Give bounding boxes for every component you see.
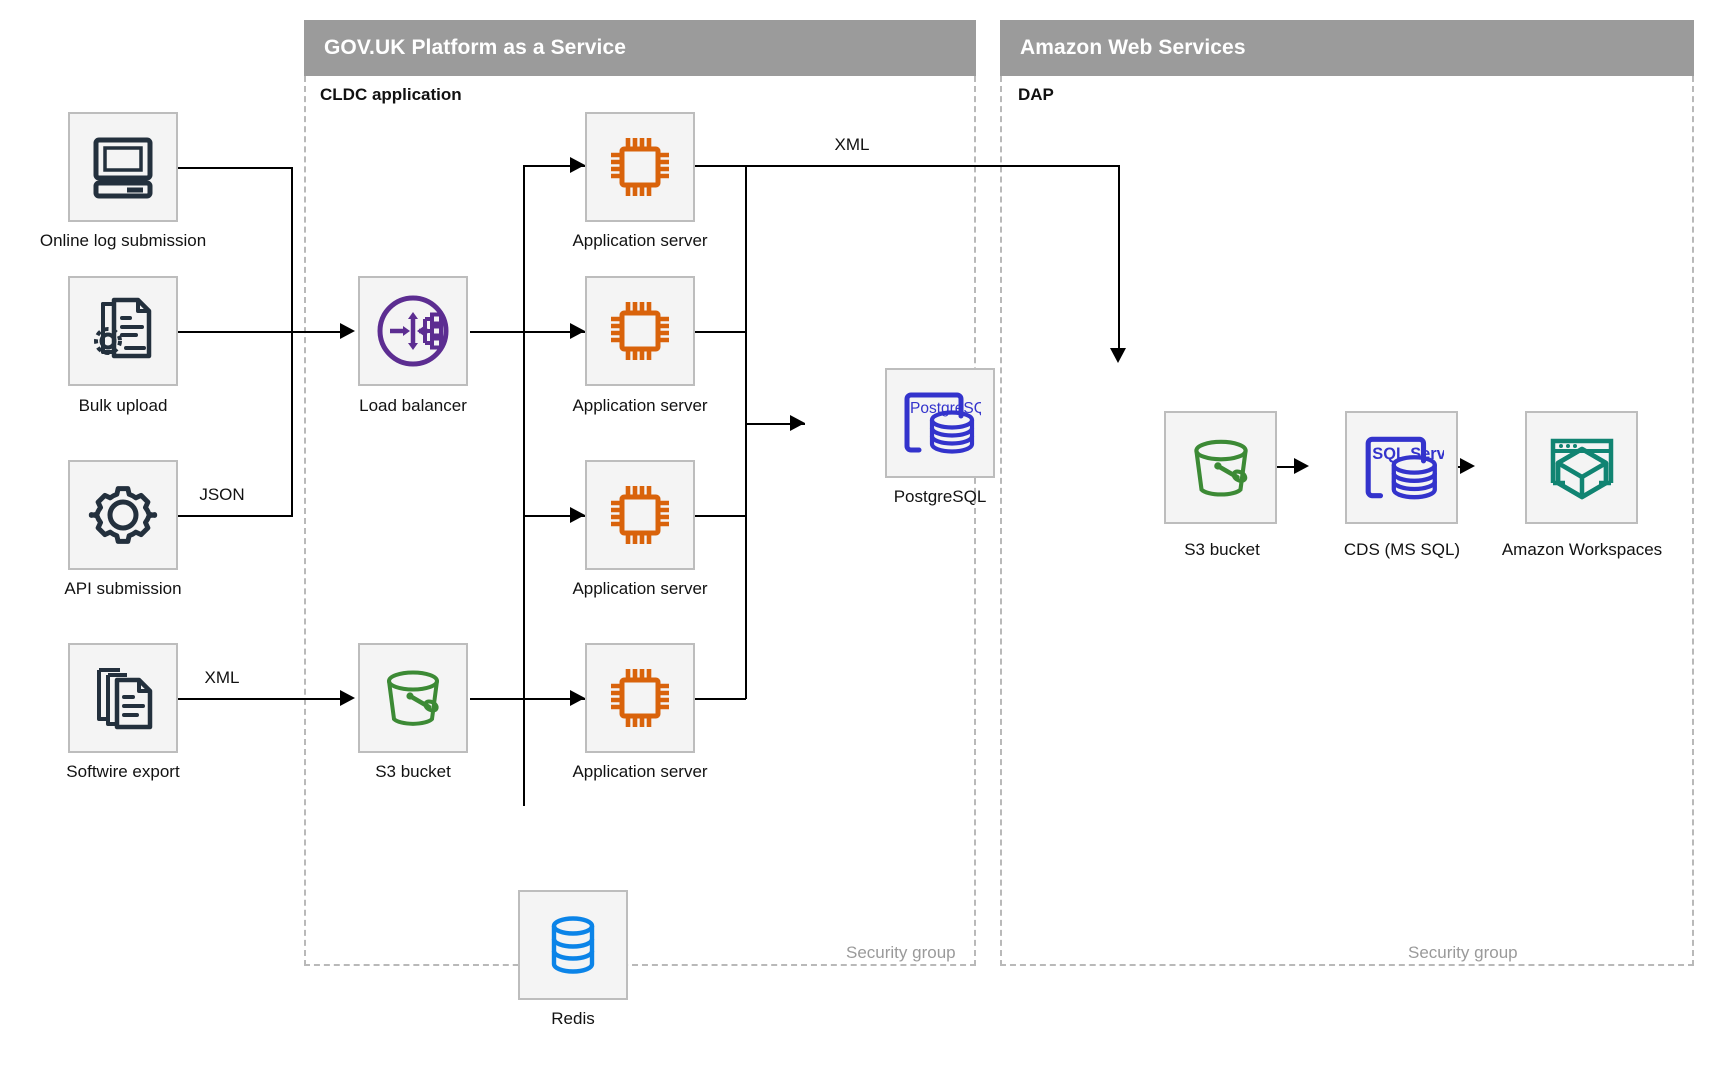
node-aws-s3-bucket[interactable] <box>1164 411 1277 524</box>
edge-api-to-bus-v <box>291 331 293 517</box>
edge-app1-to-aws-v <box>1118 165 1120 350</box>
arrow-into-postgresql <box>790 415 805 431</box>
cloud-header-paas-title: GOV.UK Platform as a Service <box>324 36 626 59</box>
node-app-server-1[interactable] <box>585 112 695 222</box>
postgresql-icon: PostgreSQL <box>899 382 981 464</box>
security-group-paas <box>304 76 976 966</box>
sql-server-icon: SQL Server <box>1360 426 1444 510</box>
documents-stack-icon <box>86 661 160 735</box>
edge-fan-bus <box>523 165 525 805</box>
arrow-into-app-server-1 <box>570 157 585 173</box>
edge-label-xml-to-aws: XML <box>829 135 875 155</box>
node-app-server-3[interactable] <box>585 460 695 570</box>
arrow-into-load-balancer <box>340 323 355 339</box>
edge-redis-to-bus <box>523 698 525 806</box>
amazon-workspaces-icon <box>1541 427 1623 509</box>
group-title-cldc: CLDC application <box>320 85 462 104</box>
s3-bucket-icon <box>1181 428 1261 508</box>
cpu-chip-icon <box>601 292 679 370</box>
node-label-app-server-4: Application server <box>572 762 708 781</box>
node-label-load-balancer: Load balancer <box>359 396 467 415</box>
node-label-online-log-submission: Online log submission <box>39 231 207 250</box>
cloud-header-aws-title: Amazon Web Services <box>1020 36 1246 59</box>
node-label-cds-ms-sql: CDS (MS SQL) <box>1343 540 1461 559</box>
node-paas-s3-bucket[interactable] <box>358 643 468 753</box>
security-group-aws <box>1000 76 1694 966</box>
edge-app3-to-collector <box>689 515 746 517</box>
node-cds-ms-sql[interactable]: SQL Server <box>1345 411 1458 524</box>
node-label-bulk-upload: Bulk upload <box>78 396 168 415</box>
edge-app2-to-collector <box>689 331 746 333</box>
node-api-submission[interactable] <box>68 460 178 570</box>
node-load-balancer[interactable] <box>358 276 468 386</box>
load-balancer-icon <box>372 290 454 372</box>
node-postgresql[interactable]: PostgreSQL <box>885 368 995 478</box>
security-group-label-aws: Security group <box>1408 943 1518 962</box>
edge-fan-to-app3 <box>523 515 585 517</box>
document-gear-icon <box>86 294 160 368</box>
node-amazon-workspaces[interactable] <box>1525 411 1638 524</box>
node-label-amazon-workspaces: Amazon Workspaces <box>1501 540 1663 559</box>
arrow-into-paas-s3-bucket <box>340 690 355 706</box>
arrow-into-app-server-3 <box>570 507 585 523</box>
edge-collector-bus <box>745 165 747 699</box>
edge-lb-to-fan <box>470 331 585 333</box>
arrow-into-app-server-2 <box>570 323 585 339</box>
node-label-aws-s3-bucket: S3 bucket <box>1184 540 1260 559</box>
edge-label-json: JSON <box>194 485 250 505</box>
edge-online-to-bus-v <box>291 167 293 332</box>
security-group-label-paas: Security group <box>846 943 956 962</box>
node-bulk-upload[interactable] <box>68 276 178 386</box>
redis-database-icon <box>537 909 609 981</box>
node-label-app-server-3: Application server <box>572 579 708 598</box>
edge-softwire-to-s3 <box>176 698 349 700</box>
node-label-app-server-2: Application server <box>572 396 708 415</box>
edge-bulk-to-lb <box>176 331 349 333</box>
edge-label-xml-softwire: XML <box>199 668 245 688</box>
cpu-chip-icon <box>601 128 679 206</box>
node-label-paas-s3-bucket: S3 bucket <box>375 762 451 781</box>
edge-fan-to-app1 <box>523 165 585 167</box>
cloud-header-aws: Amazon Web Services <box>1000 20 1694 76</box>
node-online-log-submission[interactable] <box>68 112 178 222</box>
arrow-into-workspaces <box>1460 458 1475 474</box>
edge-collector-to-postgres <box>745 423 805 425</box>
node-redis[interactable] <box>518 890 628 1000</box>
edge-online-to-bus-h <box>176 167 292 169</box>
node-label-api-submission: API submission <box>64 579 182 598</box>
desktop-computer-icon <box>86 130 160 204</box>
s3-bucket-icon <box>374 659 452 737</box>
edge-s3-to-app4 <box>470 698 585 700</box>
node-label-redis: Redis <box>551 1009 595 1028</box>
arrow-into-cds <box>1294 458 1309 474</box>
node-label-postgresql: PostgreSQL <box>893 487 987 506</box>
cloud-header-paas: GOV.UK Platform as a Service <box>304 20 976 76</box>
cpu-chip-icon <box>601 476 679 554</box>
group-title-dap: DAP <box>1018 85 1054 104</box>
node-app-server-4[interactable] <box>585 643 695 753</box>
edge-api-to-bus-h <box>176 515 292 517</box>
node-softwire-export[interactable] <box>68 643 178 753</box>
node-label-app-server-1: Application server <box>572 231 708 250</box>
edge-app1-to-aws-h <box>689 165 1120 167</box>
gear-icon <box>85 477 161 553</box>
edge-app4-to-collector <box>689 698 746 700</box>
node-label-softwire-export: Softwire export <box>66 762 180 781</box>
arrow-into-aws-s3-bucket <box>1110 348 1126 363</box>
node-app-server-2[interactable] <box>585 276 695 386</box>
cpu-chip-icon <box>601 659 679 737</box>
